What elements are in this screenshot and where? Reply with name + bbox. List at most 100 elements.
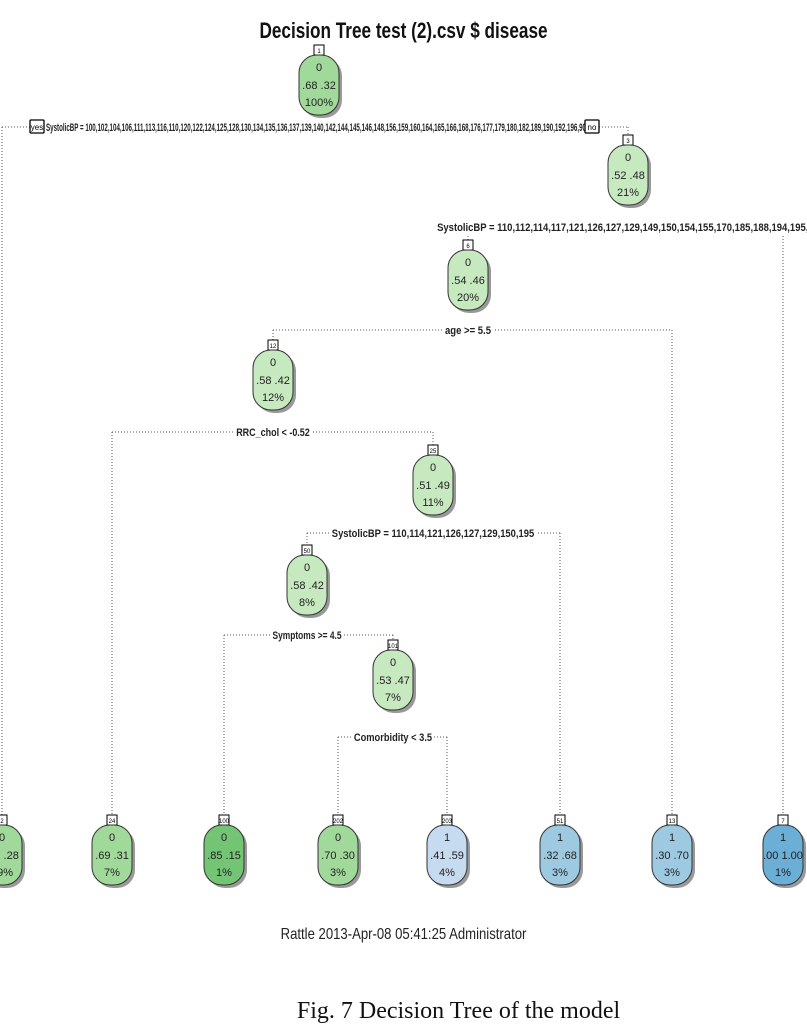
node-number: 202 — [333, 819, 344, 825]
node-percent: 100% — [305, 97, 333, 109]
node-box — [286, 554, 328, 616]
node-probabilities: .69 .31 — [95, 850, 129, 862]
split-label-bg — [351, 732, 435, 744]
tree-node-13: 13 1 .30 .70 3% — [651, 814, 695, 888]
node-probabilities: .32 .68 — [543, 850, 577, 862]
node-number: 24 — [109, 819, 116, 825]
node-class: 0 — [316, 62, 322, 74]
plot-title: Decision Tree test (2).csv $ disease — [259, 18, 548, 43]
tree-node-1: 1 0 .68 .32 100% — [298, 44, 342, 118]
node-percent: 3% — [330, 867, 346, 879]
node-class: 0 — [109, 832, 115, 844]
node-box — [426, 824, 468, 886]
node-number: 2 — [0, 819, 4, 825]
node-box — [539, 824, 581, 886]
node-percent: 11% — [422, 497, 443, 509]
branch-no-box — [584, 119, 600, 134]
split-label-bg — [329, 528, 537, 540]
split-1: SystolicBP = 100,102,104,106,111,113,116… — [1, 119, 629, 815]
node-probabilities: .85 .15 — [207, 850, 241, 862]
node-class: 1 — [780, 832, 786, 844]
branch-yes-label: yes — [31, 123, 43, 132]
node-number: 7 — [781, 819, 785, 825]
split-label-bg — [270, 630, 344, 642]
node-percent: 79% — [0, 867, 13, 879]
node-number: 1 — [317, 49, 321, 55]
node-class: 0 — [430, 462, 436, 474]
node-number: 100 — [219, 819, 230, 825]
branch-yes-box — [29, 119, 45, 134]
node-box — [317, 824, 359, 886]
node-percent: 12% — [262, 392, 284, 404]
split-6: age >= 5.5 — [272, 325, 673, 815]
tree-node-2: 2 0 .72 .28 79% — [0, 814, 25, 888]
split-25: SystolicBP = 110,114,121,126,127,129,150… — [306, 528, 561, 815]
split-label-bg — [234, 427, 312, 439]
tree-node-51: 511.32 .683% — [539, 814, 583, 888]
node-percent: 7% — [104, 867, 120, 879]
node-number: 50 — [304, 549, 311, 555]
figure-caption: Fig. 7 Decision Tree of the model — [296, 998, 621, 1024]
node-probabilities: .68 .32 — [302, 80, 336, 92]
node-class: 0 — [270, 357, 276, 369]
split-label: age >= 5.5 — [445, 325, 491, 337]
node-number: 51 — [557, 819, 564, 825]
tree-node-100: 100 0 .85 .15 1% — [203, 814, 247, 888]
split-label-bg — [435, 222, 807, 234]
tree-node-50: 500.58 .428% — [286, 544, 330, 618]
node-box — [412, 454, 454, 516]
split-3: SystolicBP = 110,112,114,117,121,126,127… — [435, 222, 807, 815]
node-probabilities: .53 .47 — [376, 675, 410, 687]
node-probabilities: .30 .70 — [655, 850, 689, 862]
split-label: Comorbidity < 3.5 — [354, 732, 432, 744]
rattle-footer: Rattle 2013-Apr-08 05:41:25 Administrato… — [280, 926, 527, 943]
node-box — [252, 349, 294, 411]
node-probabilities: .54 .46 — [451, 275, 485, 287]
node-percent: 1% — [216, 867, 232, 879]
node-box — [0, 824, 23, 886]
node-number: 12 — [270, 344, 277, 350]
node-class: 0 — [390, 657, 396, 669]
split-label: SystolicBP = 110,114,121,126,127,129,150… — [332, 528, 534, 540]
node-class: 1 — [669, 832, 675, 844]
node-box — [298, 54, 340, 116]
node-percent: 3% — [664, 867, 680, 879]
node-box — [372, 649, 414, 711]
node-box — [607, 144, 649, 206]
node-percent: 21% — [617, 187, 639, 199]
split-label: RRC_chol < -0.52 — [236, 427, 310, 439]
node-number: 101 — [388, 644, 399, 650]
split-101: Comorbidity < 3.5 — [337, 732, 448, 815]
branch-no-label: no — [588, 123, 597, 132]
split-12: RRC_chol < -0.52 — [111, 427, 434, 815]
split-label: SystolicBP = 100,102,104,106,111,113,116… — [46, 122, 586, 134]
node-class: 0 — [304, 562, 310, 574]
node-number: 3 — [626, 139, 630, 145]
node-probabilities: .72 .28 — [0, 850, 19, 862]
node-number: 203 — [442, 819, 453, 825]
node-probabilities: .58 .42 — [290, 580, 324, 592]
node-number: 6 — [466, 244, 470, 250]
split-50: Symptoms >= 4.5 — [223, 630, 394, 815]
node-class: 0 — [221, 832, 227, 844]
node-probabilities: .58 .42 — [256, 375, 290, 387]
node-percent: 4% — [439, 867, 455, 879]
node-class: 1 — [444, 832, 450, 844]
node-probabilities: .52 .48 — [611, 170, 645, 182]
node-probabilities: .00 1.00 — [763, 850, 803, 862]
node-box — [762, 824, 804, 886]
node-box — [91, 824, 133, 886]
node-percent: 20% — [457, 292, 479, 304]
tree-node-24: 24 0 .69 .31 7% — [91, 814, 135, 888]
split-label: SystolicBP = 110,112,114,117,121,126,127… — [437, 222, 807, 234]
node-number: 13 — [669, 819, 676, 825]
node-class: 0 — [335, 832, 341, 844]
node-class: 0 — [0, 832, 5, 844]
node-probabilities: .41 .59 — [430, 850, 464, 862]
